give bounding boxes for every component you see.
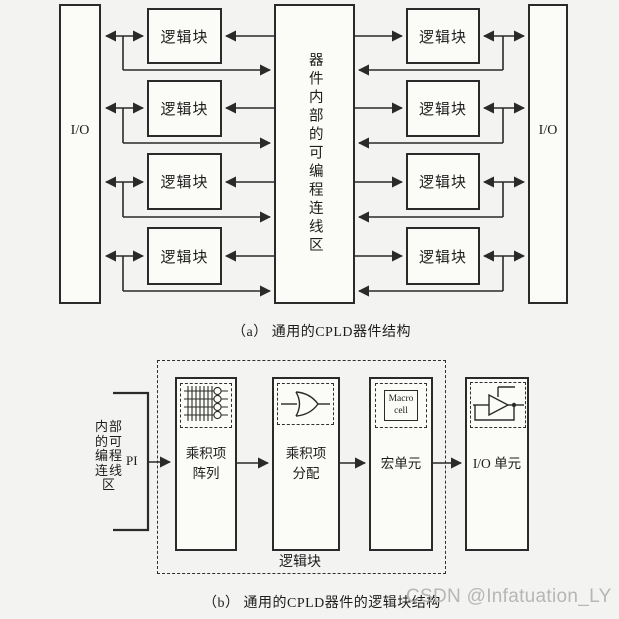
logic-block-right-4: 逻辑块 bbox=[406, 227, 480, 285]
logic-block-label: 逻辑块 bbox=[160, 29, 209, 46]
io-right-label: I/O bbox=[538, 123, 558, 138]
macro-cell-text: Macro cell bbox=[388, 393, 414, 416]
macro-cell-icon-frame bbox=[375, 383, 427, 428]
io-buffer-icon-frame bbox=[470, 382, 526, 428]
caption-b: （b） 通用的CPLD器件的逻辑块结构 bbox=[203, 596, 441, 611]
logic-block-label: 逻辑块 bbox=[160, 249, 209, 266]
logic-block-right-2: 逻辑块 bbox=[406, 80, 480, 137]
and-array-icon-frame bbox=[180, 383, 232, 428]
logic-block-caption-inside: 逻辑块 bbox=[279, 555, 321, 570]
pi-label: PI bbox=[126, 453, 138, 468]
logic-block-label: 逻辑块 bbox=[418, 29, 467, 46]
interconnect-side-label: 内部 的可 编程 连线 区 bbox=[94, 419, 123, 493]
product-term-array-label: 乘积项 阵列 bbox=[185, 445, 227, 481]
logic-block-dashed-outline bbox=[157, 360, 446, 574]
logic-block-right-1: 逻辑块 bbox=[406, 8, 480, 64]
logic-block-left-4: 逻辑块 bbox=[147, 227, 222, 285]
logic-block-label: 逻辑块 bbox=[160, 175, 209, 191]
io-block-right: I/O bbox=[528, 4, 568, 304]
logic-block-label: 逻辑块 bbox=[160, 102, 209, 118]
logic-block-label: 逻辑块 bbox=[418, 249, 467, 266]
programmable-interconnect-block: 器件内部的可编程连线区 bbox=[274, 4, 355, 304]
or-gate-icon-frame bbox=[277, 383, 334, 425]
macro-cell-label: 宏单元 bbox=[380, 455, 422, 471]
logic-block-left-2: 逻辑块 bbox=[147, 80, 222, 137]
logic-block-right-3: 逻辑块 bbox=[406, 153, 480, 210]
caption-a: （a） 通用的CPLD器件结构 bbox=[232, 325, 411, 340]
io-block-left: I/O bbox=[59, 4, 101, 304]
logic-block-left-3: 逻辑块 bbox=[147, 153, 222, 210]
interconnect-label: 器件内部的可编程连线区 bbox=[306, 52, 323, 256]
logic-block-label: 逻辑块 bbox=[418, 175, 467, 191]
io-left-label: I/O bbox=[70, 123, 90, 138]
io-unit-label: I/O 单元 bbox=[472, 455, 522, 471]
macro-cell-icon: Macro cell bbox=[384, 390, 418, 421]
logic-block-left-1: 逻辑块 bbox=[147, 8, 222, 64]
logic-block-label: 逻辑块 bbox=[418, 102, 467, 118]
product-term-distribution-label: 乘积项 分配 bbox=[285, 445, 327, 481]
watermark: CSDN @Infatuation_LY bbox=[406, 586, 612, 607]
